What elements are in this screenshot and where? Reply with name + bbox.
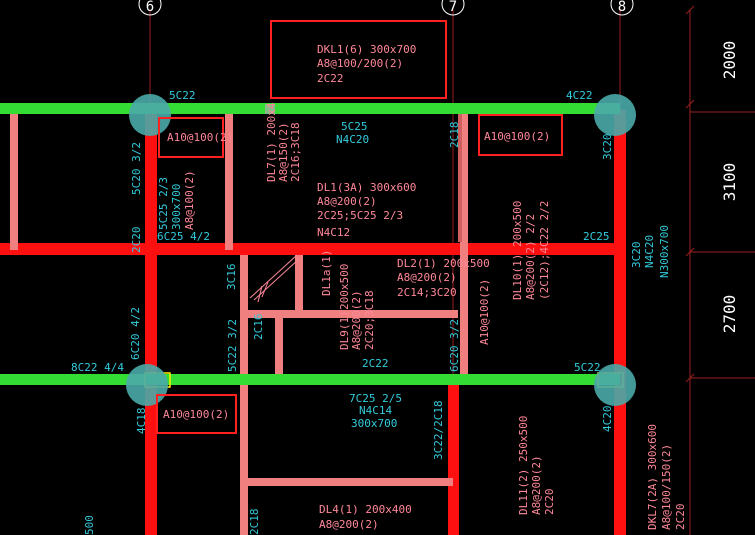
axis-label: 8 [618, 0, 626, 15]
svg-text:2C14;3C20: 2C14;3C20 [397, 286, 457, 299]
svg-text:300x700: 300x700 [351, 417, 397, 430]
svg-text:N4C20: N4C20 [336, 133, 369, 146]
svg-text:DL4(1) 200x400: DL4(1) 200x400 [319, 503, 412, 516]
callout-dkl1: DKL1(6) 300x700 A8@100/200(2) 2C22 [317, 43, 416, 85]
svg-text:2C20: 2C20 [674, 504, 687, 531]
dimension-2700: 2700 [720, 295, 739, 334]
svg-text:DL2(1) 200x500: DL2(1) 200x500 [397, 257, 490, 270]
column-circle [594, 94, 636, 136]
svg-text:DL9(1): DL9(1) [338, 310, 351, 350]
svg-text:DKL7(2A) 300x600: DKL7(2A) 300x600 [646, 424, 659, 530]
svg-text:3C20: 3C20 [601, 134, 614, 161]
callout-dl2: DL2(1) 200x500 A8@200(2) 2C14;3C20 [397, 257, 490, 299]
svg-text:A8@200(2): A8@200(2) [397, 271, 457, 284]
svg-text:DL1a(1): DL1a(1) [320, 250, 333, 296]
svg-text:6C25 4/2: 6C25 4/2 [157, 230, 210, 243]
svg-text:2C25;5C25 2/3: 2C25;5C25 2/3 [317, 209, 403, 222]
pink-vertical-labels: A8@100(2) A10@100(2) [183, 170, 491, 345]
svg-text:7C25 2/5: 7C25 2/5 [349, 392, 402, 405]
svg-text:5C22: 5C22 [574, 361, 601, 374]
axis-label: 6 [146, 0, 154, 15]
dimension-3100: 3100 [720, 163, 739, 202]
column-circle [594, 364, 636, 406]
svg-text:2C18: 2C18 [448, 122, 461, 149]
svg-text:8C22 4/4: 8C22 4/4 [71, 361, 124, 374]
svg-text:A8@200(2) 2/2: A8@200(2) 2/2 [524, 214, 537, 300]
svg-text:2C22: 2C22 [362, 357, 389, 370]
column-circle [126, 364, 168, 406]
svg-text:DL1(3A) 300x600: DL1(3A) 300x600 [317, 181, 416, 194]
svg-text:2C22: 2C22 [317, 72, 344, 85]
dimension-2000: 2000 [720, 41, 739, 80]
svg-text:A8@200(2): A8@200(2) [530, 455, 543, 515]
svg-text:N4C20: N4C20 [643, 235, 656, 268]
svg-text:2C16: 2C16 [252, 314, 265, 341]
callout-dkl7: DKL7(2A) 300x600 A8@100/150(2) 2C20 [646, 424, 687, 530]
svg-text:(2C12);4C22 2/2: (2C12);4C22 2/2 [538, 201, 551, 300]
callout-dl4: DL4(1) 200x400 A8@200(2) [319, 503, 412, 531]
svg-text:6C20 4/2: 6C20 4/2 [129, 307, 142, 360]
callout-dl1a: DL1a(1) 200x500 [320, 250, 351, 310]
svg-text:500: 500 [83, 515, 96, 535]
svg-text:2C18: 2C18 [248, 509, 261, 535]
column-circle [129, 94, 171, 136]
svg-text:3C22/2C18: 3C22/2C18 [432, 400, 445, 460]
svg-text:A8@100/200(2): A8@100/200(2) [317, 57, 403, 70]
svg-text:A8@200(2): A8@200(2) [350, 290, 363, 350]
svg-text:3C20: 3C20 [630, 242, 643, 269]
grid-axis-8: 8 [610, 0, 634, 16]
columns [126, 94, 636, 406]
svg-text:2C20;3C18: 2C20;3C18 [363, 290, 376, 350]
cyan-labels: 5C22 4C22 5C25 N4C20 6C25 4/2 2C25 2C22 … [71, 89, 610, 430]
svg-text:5C22 3/2: 5C22 3/2 [226, 319, 239, 372]
callout-dl9: DL9(1) A8@200(2) 2C20;3C18 [338, 290, 376, 350]
callout-dl1: DL1(3A) 300x600 A8@200(2) 2C25;5C25 2/3 … [317, 181, 416, 239]
svg-text:5C25: 5C25 [341, 120, 368, 133]
cyan-vertical-labels: 5C20 3/2 5C25 2/3 300x700 2C20 3C20 3C20… [83, 122, 671, 535]
svg-text:DL11(2) 250x500: DL11(2) 250x500 [517, 416, 530, 515]
svg-text:200x500: 200x500 [338, 264, 351, 310]
stirrup-box-3: A10@100(2) [163, 408, 229, 421]
svg-text:A8@150(2): A8@150(2) [277, 122, 290, 182]
svg-text:N4C14: N4C14 [359, 404, 392, 417]
grid-axis-7: 7 [441, 0, 465, 16]
svg-text:DL10(1) 200x500: DL10(1) 200x500 [511, 201, 524, 300]
svg-text:N300x700: N300x700 [658, 225, 671, 278]
svg-text:4C22: 4C22 [566, 89, 593, 102]
svg-text:A10@100(2): A10@100(2) [478, 279, 491, 345]
svg-text:N4C12: N4C12 [317, 226, 350, 239]
svg-text:2C20: 2C20 [543, 489, 556, 516]
pink-beams [10, 110, 468, 535]
callout-dl7: DL7(1) 200x4 A8@150(2) 2C16;3C18 [265, 102, 302, 182]
svg-text:6C20 3/2: 6C20 3/2 [448, 319, 461, 372]
svg-text:DKL1(6) 300x700: DKL1(6) 300x700 [317, 43, 416, 56]
grid-axis-6: 6 [138, 0, 162, 16]
svg-text:A8@100/150(2): A8@100/150(2) [660, 444, 673, 530]
red-beams [0, 110, 626, 535]
svg-text:3C16: 3C16 [225, 264, 238, 291]
stirrup-box-2: A10@100(2) [484, 130, 550, 143]
svg-text:2C16;3C18: 2C16;3C18 [289, 122, 302, 182]
svg-text:A8@100(2): A8@100(2) [183, 170, 196, 230]
callout-boxes [156, 20, 563, 434]
svg-text:DL7(1) 200x4: DL7(1) 200x4 [265, 102, 278, 182]
callout-dl10: DL10(1) 200x500 A8@200(2) 2/2 (2C12);4C2… [511, 201, 551, 300]
svg-text:2C25: 2C25 [583, 230, 610, 243]
svg-text:4C20: 4C20 [601, 406, 614, 433]
hatch-symbol [249, 254, 300, 303]
stirrup-box-1: A10@100(2) [167, 131, 233, 144]
svg-text:300x700: 300x700 [170, 184, 183, 230]
axis-label: 7 [449, 0, 457, 15]
svg-text:5C22: 5C22 [169, 89, 196, 102]
svg-text:4C18: 4C18 [135, 408, 148, 435]
callout-dl11: DL11(2) 250x500 A8@200(2) 2C20 [517, 416, 556, 515]
svg-text:5C20 3/2: 5C20 3/2 [130, 142, 143, 195]
svg-text:A8@200(2): A8@200(2) [317, 195, 377, 208]
svg-text:2C20: 2C20 [130, 227, 143, 254]
svg-text:5C25 2/3: 5C25 2/3 [157, 177, 170, 230]
svg-text:A8@200(2): A8@200(2) [319, 518, 379, 531]
